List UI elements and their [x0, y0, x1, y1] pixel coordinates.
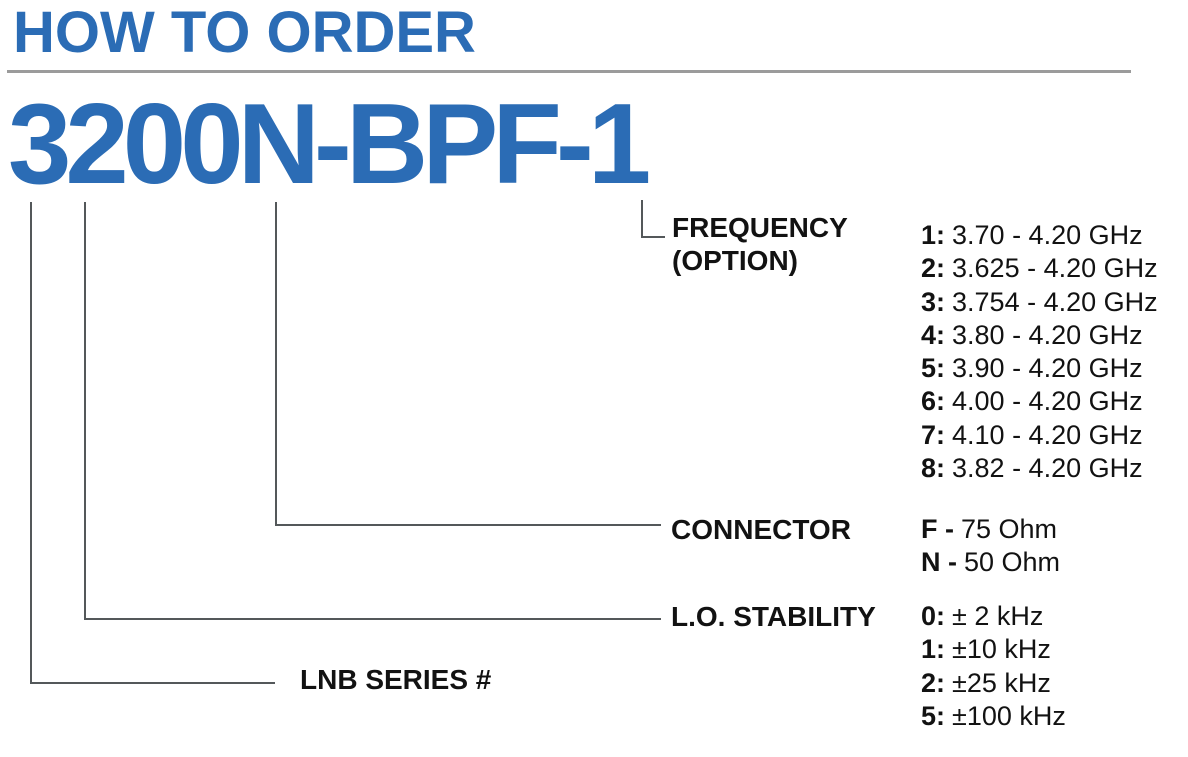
lo-stability-callout-hline: [84, 618, 661, 620]
option-row: 5:±100 kHz: [921, 700, 1066, 733]
option-value: 4.10 - 4.20 GHz: [952, 419, 1143, 450]
frequency-label-line2: (OPTION): [672, 245, 798, 276]
option-row: 7:4.10 - 4.20 GHz: [921, 419, 1158, 452]
option-row: 0:± 2 kHz: [921, 600, 1066, 633]
option-key: 2:: [921, 667, 946, 698]
lo-stability-label: L.O. STABILITY: [671, 601, 876, 632]
title-divider: [7, 70, 1131, 73]
lo-stability-callout-vline: [84, 202, 86, 620]
connector-options: F -75 Ohm N -50 Ohm: [921, 513, 1060, 580]
page-title: HOW TO ORDER: [13, 0, 476, 65]
option-row: 3:3.754 - 4.20 GHz: [921, 286, 1158, 319]
option-value: ± 2 kHz: [952, 601, 1044, 631]
frequency-options: 1:3.70 - 4.20 GHz 2:3.625 - 4.20 GHz 3:3…: [921, 219, 1158, 485]
option-key: 1:: [921, 634, 946, 665]
option-key: 8:: [921, 452, 946, 483]
lnb-series-label: LNB SERIES #: [300, 664, 492, 695]
option-row: N -50 Ohm: [921, 546, 1060, 579]
frequency-label: FREQUENCY (OPTION): [672, 211, 848, 277]
option-value: 3.70 - 4.20 GHz: [952, 220, 1143, 250]
option-key: 1:: [921, 220, 946, 250]
option-key: 6:: [921, 386, 946, 417]
option-value: 50 Ohm: [964, 547, 1061, 578]
option-value: 75 Ohm: [961, 514, 1058, 544]
option-row: 4:3.80 - 4.20 GHz: [921, 319, 1158, 352]
option-row: 2:3.625 - 4.20 GHz: [921, 252, 1158, 285]
option-key: 2:: [921, 253, 946, 284]
option-key: 4:: [921, 319, 946, 350]
option-value: 3.82 - 4.20 GHz: [952, 452, 1143, 483]
connector-callout-vline: [275, 202, 277, 526]
option-value: 3.90 - 4.20 GHz: [952, 353, 1143, 383]
part-number: 3200N-BPF-1: [8, 81, 651, 208]
frequency-callout-vline: [641, 200, 643, 238]
option-row: 6:4.00 - 4.20 GHz: [921, 385, 1158, 418]
frequency-callout-hline: [641, 236, 665, 238]
option-key: 5:: [921, 353, 946, 383]
connector-label: CONNECTOR: [671, 514, 851, 545]
option-value: 3.625 - 4.20 GHz: [952, 253, 1158, 284]
option-value: ±10 kHz: [952, 634, 1051, 665]
option-value: 3.80 - 4.20 GHz: [952, 319, 1143, 350]
lnb-series-callout-hline: [30, 682, 275, 684]
option-value: 4.00 - 4.20 GHz: [952, 386, 1143, 417]
option-key: N -: [921, 547, 957, 578]
option-row: 1:3.70 - 4.20 GHz: [921, 219, 1158, 252]
frequency-label-line1: FREQUENCY: [672, 212, 848, 243]
option-value: 3.754 - 4.20 GHz: [952, 286, 1158, 317]
option-key: 5:: [921, 700, 946, 731]
option-key: 3:: [921, 286, 946, 317]
lo-stability-options: 0:± 2 kHz 1:±10 kHz 2:±25 kHz 5:±100 kHz: [921, 600, 1066, 733]
option-row: F -75 Ohm: [921, 513, 1060, 546]
option-row: 2:±25 kHz: [921, 667, 1066, 700]
option-value: ±100 kHz: [952, 700, 1066, 731]
option-row: 5:3.90 - 4.20 GHz: [921, 352, 1158, 385]
option-key: 7:: [921, 419, 946, 450]
option-row: 8:3.82 - 4.20 GHz: [921, 452, 1158, 485]
option-key: 0:: [921, 601, 946, 631]
option-value: ±25 kHz: [952, 667, 1051, 698]
lnb-series-callout-vline: [30, 202, 32, 684]
option-row: 1:±10 kHz: [921, 633, 1066, 666]
connector-callout-hline: [275, 524, 661, 526]
option-key: F -: [921, 514, 954, 544]
